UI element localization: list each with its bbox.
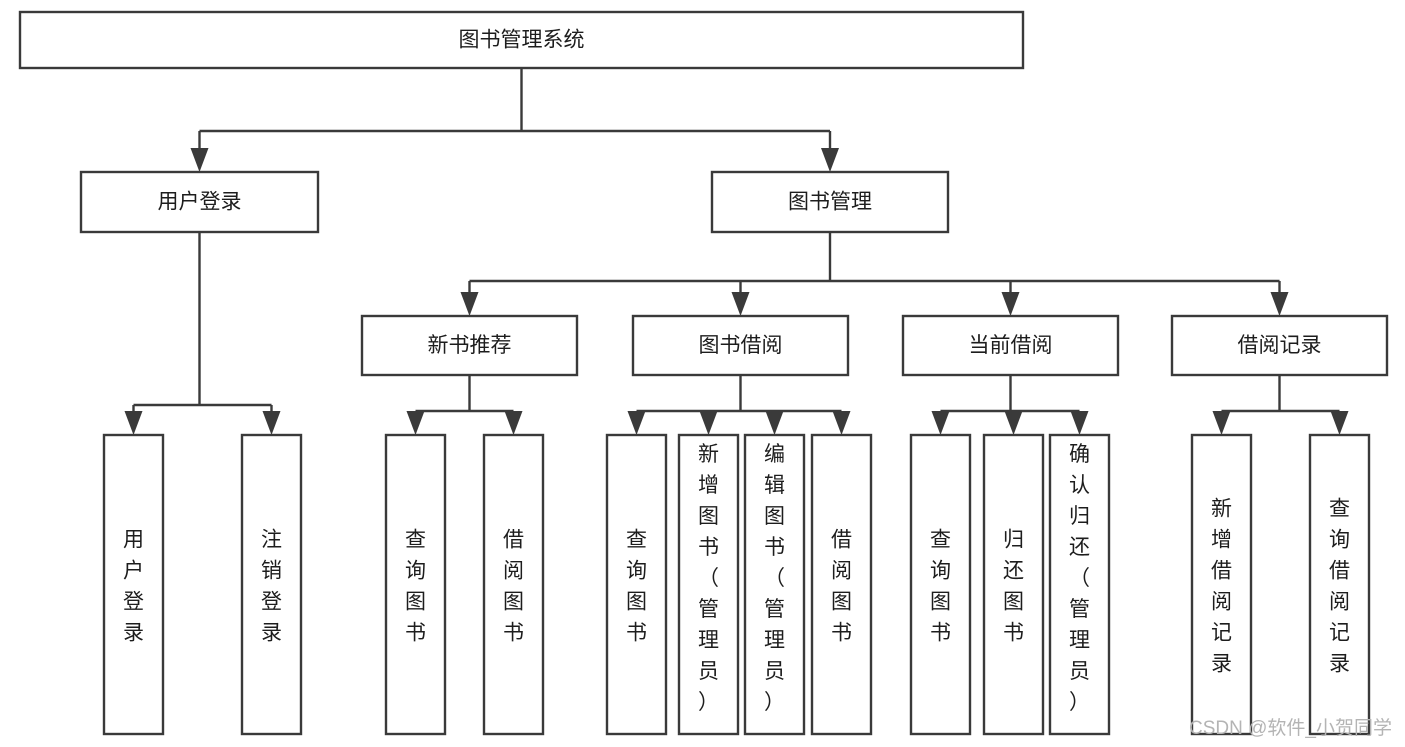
node-leaf-return-book[interactable]: 归还图书 [982,433,1045,736]
node-label-leaf-return-book: 归还图书 [1003,529,1024,645]
node-box-leaf-return-book [982,433,1045,736]
node-label-leaf-query-book-2: 查询图书 [626,529,647,645]
arrow-head-leaf-borrow-book-2 [832,411,851,435]
node-label-new-book-rec: 新书推荐 [428,334,512,357]
node-label-leaf-borrow-book-2: 借阅图书 [831,529,852,645]
node-box-book-manage [710,170,950,234]
node-box-leaf-confirm-return [1048,433,1111,736]
node-label-leaf-add-record: 新增借阅记录 [1211,498,1232,676]
arrow-head-current-borrow [1001,292,1020,316]
node-book-borrow[interactable]: 图书借阅 [631,314,850,377]
node-label-borrow-record: 借阅记录 [1238,334,1322,357]
node-label-leaf-user-logout: 注销登录 [261,529,282,645]
node-leaf-query-book-2[interactable]: 查询图书 [605,433,668,736]
arrow-head-new-book-rec [460,292,479,316]
connector-group-book-borrow [627,375,851,435]
node-borrow-record[interactable]: 借阅记录 [1170,314,1389,377]
node-current-borrow[interactable]: 当前借阅 [901,314,1120,377]
node-leaf-confirm-return[interactable]: 确认归还（管理员） [1048,433,1111,736]
connector-group-root [190,68,839,172]
csdn-watermark: CSDN @软件_小贺同学 [1189,717,1392,739]
node-label-leaf-add-book: 新增图书（管理员） [698,443,719,714]
node-box-current-borrow [901,314,1120,377]
node-box-borrow-record [1170,314,1389,377]
node-box-leaf-query-book-1 [384,433,447,736]
node-leaf-query-book-1[interactable]: 查询图书 [384,433,447,736]
arrow-head-borrow-record [1270,292,1289,316]
node-leaf-user-login[interactable]: 用户登录 [102,433,165,736]
node-box-leaf-add-book [677,433,740,736]
connector-group-book-manage [460,232,1289,316]
arrow-head-leaf-user-logout [262,411,281,435]
node-box-leaf-add-record [1190,433,1253,736]
node-root[interactable]: 图书管理系统 [18,10,1025,70]
node-box-new-book-rec [360,314,579,377]
node-box-leaf-query-book-2 [605,433,668,736]
arrow-head-leaf-add-book [699,411,718,435]
node-label-leaf-edit-book: 编辑图书（管理员） [764,443,785,714]
node-box-leaf-edit-book [743,433,806,736]
connector-group-new-book-rec [406,375,523,435]
node-leaf-borrow-book-2[interactable]: 借阅图书 [810,433,873,736]
node-box-leaf-borrow-book-1 [482,433,545,736]
node-label-leaf-query-book-1: 查询图书 [405,529,426,645]
node-leaf-query-record[interactable]: 查询借阅记录 [1308,433,1371,736]
arrow-head-book-borrow [731,292,750,316]
node-label-user-login: 用户登录 [158,191,242,214]
connector-group-current-borrow [931,375,1089,435]
connector-group-user-login [124,232,281,435]
arrow-head-leaf-user-login [124,411,143,435]
arrow-head-leaf-edit-book [765,411,784,435]
node-label-root: 图书管理系统 [459,29,585,52]
node-leaf-add-record[interactable]: 新增借阅记录 [1190,433,1253,736]
node-label-leaf-user-login: 用户登录 [123,529,144,645]
arrow-head-user-login [190,148,209,172]
node-label-book-borrow: 图书借阅 [699,334,783,357]
node-label-leaf-borrow-book-1: 借阅图书 [503,529,524,645]
arrow-head-leaf-borrow-book-1 [504,411,523,435]
node-leaf-borrow-book-1[interactable]: 借阅图书 [482,433,545,736]
node-layer: 图书管理系统用户登录图书管理新书推荐图书借阅当前借阅借阅记录用户登录注销登录查询… [18,10,1389,736]
node-user-login[interactable]: 用户登录 [79,170,320,234]
arrow-head-leaf-query-record [1330,411,1349,435]
node-box-leaf-query-record [1308,433,1371,736]
node-label-leaf-query-record: 查询借阅记录 [1329,498,1350,676]
node-label-current-borrow: 当前借阅 [969,334,1053,357]
node-leaf-user-logout[interactable]: 注销登录 [240,433,303,736]
arrow-head-leaf-query-book-3 [931,411,950,435]
arrow-head-leaf-confirm-return [1070,411,1089,435]
arrow-head-leaf-add-record [1212,411,1231,435]
connector-layer [124,68,1349,435]
arrow-head-leaf-query-book-2 [627,411,646,435]
connector-group-borrow-record [1212,375,1349,435]
node-label-leaf-confirm-return: 确认归还（管理员） [1069,443,1090,714]
node-leaf-query-book-3[interactable]: 查询图书 [909,433,972,736]
arrow-head-leaf-query-book-1 [406,411,425,435]
node-box-book-borrow [631,314,850,377]
node-book-manage[interactable]: 图书管理 [710,170,950,234]
node-box-user-login [79,170,320,234]
node-label-leaf-query-book-3: 查询图书 [930,529,951,645]
node-leaf-add-book[interactable]: 新增图书（管理员） [677,433,740,736]
node-leaf-edit-book[interactable]: 编辑图书（管理员） [743,433,806,736]
node-box-leaf-user-login [102,433,165,736]
node-box-leaf-user-logout [240,433,303,736]
arrow-head-book-manage [821,148,839,172]
node-box-leaf-borrow-book-2 [810,433,873,736]
node-new-book-rec[interactable]: 新书推荐 [360,314,579,377]
arrow-head-leaf-return-book [1004,411,1023,435]
node-box-root [18,10,1025,70]
node-label-book-manage: 图书管理 [788,191,872,214]
node-box-leaf-query-book-3 [909,433,972,736]
